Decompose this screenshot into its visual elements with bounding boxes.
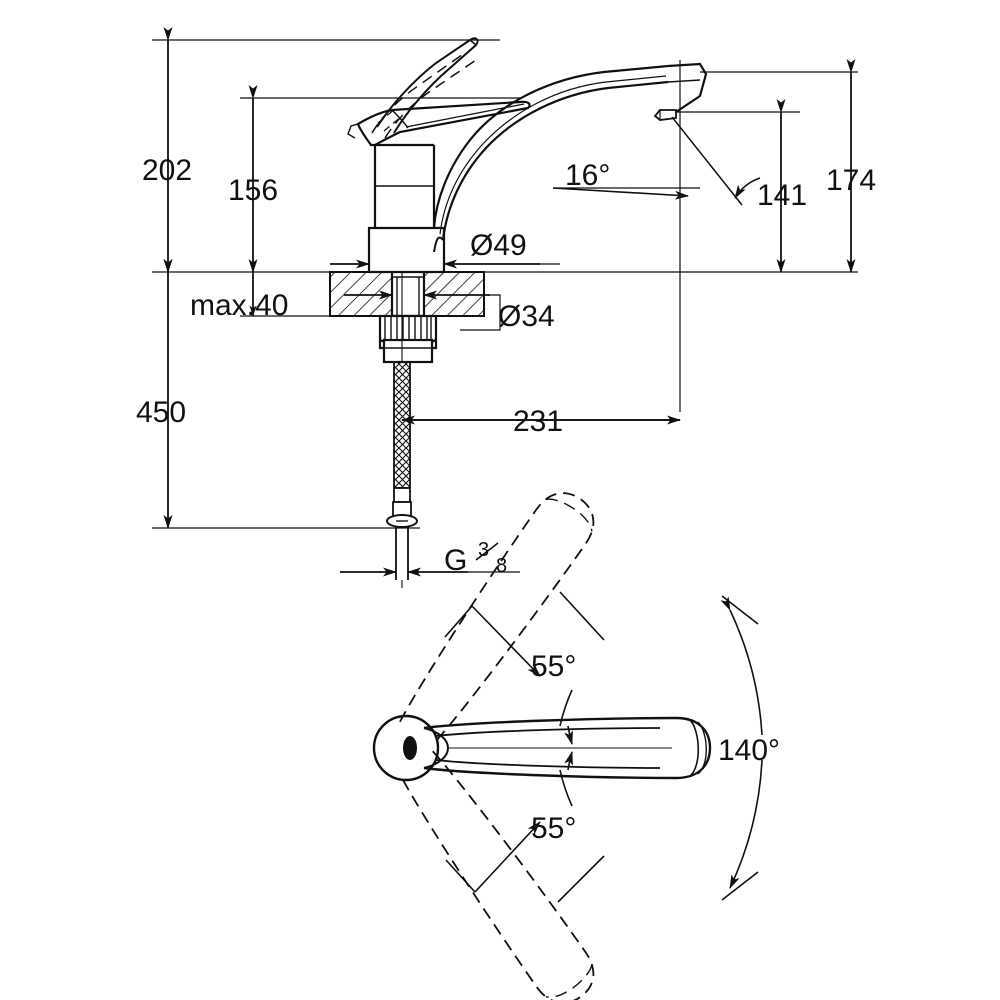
label-55-upper: 55° (531, 650, 576, 683)
label-g38-prefix: G (444, 544, 467, 577)
lever-pivot-marks (377, 107, 403, 132)
label-140: 140° (718, 734, 780, 767)
leader-16deg-arrow (552, 187, 689, 200)
countertop-section (329, 271, 485, 317)
label-g38-denominator: 8 (496, 555, 507, 577)
label-202: 202 (142, 154, 192, 187)
spout-tilt-leader (671, 116, 761, 206)
lever-handle (347, 100, 531, 147)
leader-55-lower (445, 821, 605, 903)
dimension-lines-left (152, 27, 520, 529)
label-141: 141 (757, 179, 807, 212)
faucet-side-elevation (347, 37, 761, 274)
label-d49: Ø49 (470, 229, 527, 262)
dimension-231 (401, 60, 681, 425)
label-g38: G 3 8 (444, 539, 507, 577)
label-450: 450 (136, 396, 186, 429)
spout-plan-center (423, 716, 712, 780)
faucet-base (367, 226, 446, 274)
label-d34: Ø34 (498, 300, 555, 333)
dimension-lines-horizontal (330, 60, 700, 577)
dimension-d34 (344, 290, 501, 331)
spout-arm (432, 62, 708, 253)
spout-plan-rotated-down (399, 750, 595, 1000)
label-g38-numerator: 3 (478, 539, 489, 561)
angle-arc-55-upper (559, 689, 573, 745)
dimension-16deg-leader (553, 187, 700, 189)
dimension-labels: 202 156 max.40 450 231 Ø49 Ø34 16° 141 1… (136, 154, 876, 845)
faucet-body-cylinder (373, 143, 436, 228)
leader-55-upper (444, 591, 605, 677)
mounting-shank-assembly (378, 272, 438, 364)
lever-handle-raised-phantom (371, 51, 477, 139)
angle-arc-55-lower (559, 751, 573, 807)
dimension-lines-right (484, 59, 858, 273)
swivel-plan-view (372, 492, 763, 1000)
flexible-supply-hose (386, 361, 418, 580)
label-max40: max.40 (190, 289, 288, 322)
angle-arc-140 (720, 595, 763, 901)
label-16deg: 16° (565, 159, 610, 192)
lever-handle-raised-outline (376, 37, 479, 134)
label-174: 174 (826, 164, 876, 197)
label-156: 156 (228, 174, 278, 207)
label-231: 231 (513, 405, 563, 438)
label-55-lower: 55° (531, 812, 576, 845)
spout-plan-rotated-up (399, 492, 595, 746)
